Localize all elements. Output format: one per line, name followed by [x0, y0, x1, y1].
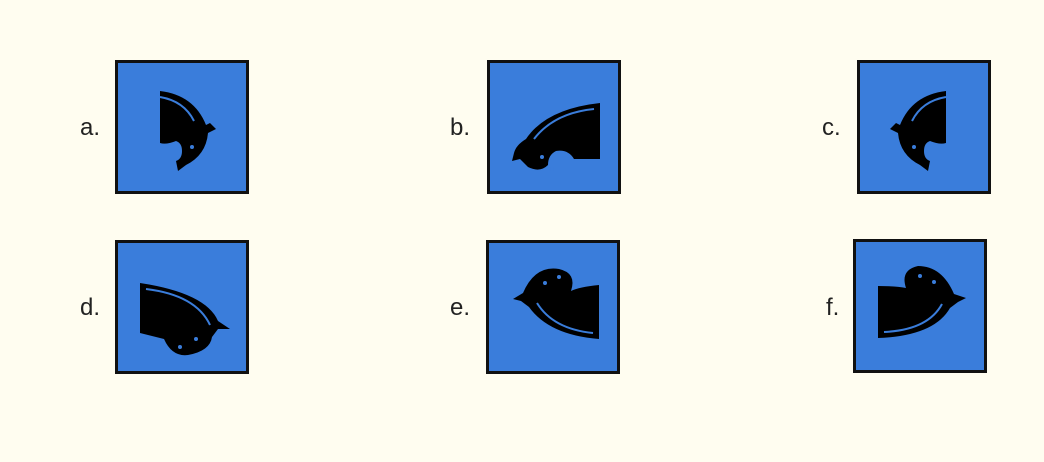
option-label: c.: [822, 114, 841, 141]
horse-head-icon: [512, 103, 600, 171]
horse-head-icon: [140, 283, 230, 356]
option-c[interactable]: c.: [822, 58, 1044, 198]
horse-head-icon: [878, 266, 966, 338]
option-e[interactable]: e.: [450, 238, 750, 378]
horse-head-icon: [513, 268, 599, 339]
option-tile[interactable]: [857, 60, 991, 194]
option-label: d.: [80, 294, 101, 321]
option-tile[interactable]: [486, 240, 620, 374]
horse-head-icon: [155, 88, 216, 171]
option-tile[interactable]: [853, 239, 987, 373]
option-d[interactable]: d.: [80, 238, 380, 378]
option-tile[interactable]: [115, 60, 249, 194]
option-label: b.: [450, 114, 471, 141]
option-label: e.: [450, 294, 471, 321]
option-tile[interactable]: [487, 60, 621, 194]
horse-head-icon: [890, 88, 951, 171]
option-f[interactable]: f.: [826, 238, 1044, 378]
option-label: a.: [80, 114, 101, 141]
option-a[interactable]: a.: [80, 58, 380, 198]
option-b[interactable]: b.: [450, 58, 750, 198]
option-tile[interactable]: [115, 240, 249, 374]
option-label: f.: [826, 294, 840, 321]
